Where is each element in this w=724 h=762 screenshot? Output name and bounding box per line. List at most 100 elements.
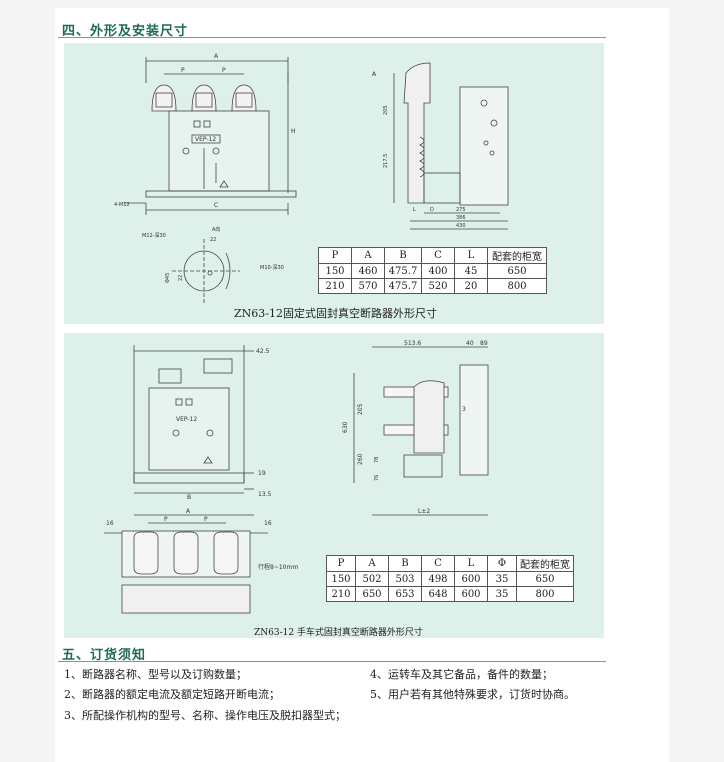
table-cell: 600: [454, 586, 488, 602]
truck-side-630: 630: [342, 421, 349, 433]
truck-side-76: 76: [374, 475, 380, 481]
table-cell: 460: [351, 263, 385, 279]
table-header-cell: P: [318, 247, 352, 264]
fixed-dim-c: C: [214, 202, 218, 209]
table-header-cell: C: [421, 555, 455, 572]
truck-side-260: 260: [357, 453, 364, 465]
fixed-front-view: [124, 57, 297, 215]
truck-top-16-right: 16: [264, 520, 272, 527]
table-cell: 570: [351, 278, 385, 294]
table-cell: 45: [454, 263, 488, 279]
truck-side-513-6: 513.6: [404, 340, 421, 347]
truck-breaker-drawing-panel: 42.5 VEP-12 19 13.5 B A P P 16 16 行程8~10…: [64, 333, 604, 638]
table-cell: 400: [421, 263, 455, 279]
fixed-detail-m12: M12-深30: [142, 232, 166, 239]
section-title-ordering: 五、订货须知: [62, 648, 147, 663]
fixed-side-430: 430: [456, 223, 466, 229]
ordering-item-1: 1、断路器名称、型号以及订购数量；: [64, 668, 247, 681]
fixed-dim-a: A: [214, 53, 219, 60]
fixed-side-l: L: [413, 207, 416, 213]
fixed-side-view: [393, 62, 509, 230]
table-row: 150 460 475.7 400 45 650: [318, 263, 547, 279]
fixed-detail-22: 22: [210, 237, 216, 243]
table-cell: 650: [516, 571, 574, 587]
table-header-cell: P: [326, 555, 356, 572]
table-cell: 502: [355, 571, 389, 587]
truck-side-40: 40: [466, 340, 474, 347]
table-cell: 35: [487, 586, 517, 602]
fixed-spec-table: P A B C L 配套的柜宽 150 460 475.7 400 45 650…: [318, 247, 547, 294]
fixed-detail-view: [172, 239, 240, 303]
truck-side-205: 205: [357, 403, 364, 415]
section-title-dimensions: 四、外形及安装尺寸: [62, 24, 189, 39]
fixed-detail-aview: A向: [212, 226, 220, 233]
fixed-side-a: A: [372, 71, 377, 78]
truck-side-3: 3: [462, 406, 466, 413]
table-row: 150 502 503 498 600 35 650: [326, 571, 574, 587]
truck-top-p2: P: [204, 516, 208, 523]
table-cell: 210: [326, 586, 356, 602]
table-cell: 35: [487, 571, 517, 587]
table-cell: 498: [421, 571, 455, 587]
table-cell: 650: [355, 586, 389, 602]
ordering-item-5: 5、用户若有其他特殊要求，订货时协商。: [370, 688, 575, 701]
truck-side-89: 89: [480, 340, 488, 347]
truck-side-78: 78: [374, 457, 380, 463]
table-cell: 650: [487, 263, 547, 279]
fixed-dim-p1: P: [181, 67, 185, 74]
section-divider: [58, 661, 606, 662]
fixed-caption: ZN63-12固定式固封真空断路器外形尺寸: [234, 307, 437, 320]
fixed-dim-h: H: [291, 128, 296, 135]
table-cell: 648: [421, 586, 455, 602]
truck-breaker-drawing: 42.5 VEP-12 19 13.5 B A P P 16 16 行程8~10…: [104, 340, 489, 614]
table-header-row: P A B C L 配套的柜宽: [318, 247, 547, 264]
table-row: 210 570 475.7 520 20 800: [318, 278, 547, 294]
table-cell: 653: [388, 586, 422, 602]
table-header-cell: 配套的柜宽: [487, 247, 547, 264]
table-cell: 150: [318, 263, 352, 279]
table-header-cell: Φ: [487, 555, 517, 572]
table-header-cell: C: [421, 247, 455, 264]
table-header-cell: A: [355, 555, 389, 572]
table-header-cell: A: [351, 247, 385, 264]
fixed-detail-phi45: Φ45: [165, 273, 171, 283]
table-cell: 520: [421, 278, 455, 294]
fixed-breaker-drawing: A P P H C 4-M12 VEP-12 A 205 217.5 L D 2…: [114, 53, 509, 303]
fixed-side-275: 275: [456, 207, 466, 213]
ordering-item-2: 2、断路器的额定电流及额定短路开断电流；: [64, 688, 280, 701]
table-header-cell: L: [454, 247, 488, 264]
table-header-cell: L: [454, 555, 488, 572]
fixed-side-d: D: [430, 207, 434, 213]
table-header-cell: B: [388, 555, 422, 572]
table-header-row: P A B C L Φ 配套的柜宽: [326, 555, 574, 572]
fixed-breaker-drawing-panel: A P P H C 4-M12 VEP-12 A 205 217.5 L D 2…: [64, 43, 604, 324]
section-divider: [58, 37, 606, 38]
truck-caption: ZN63-12 手车式固封真空断路器外形尺寸: [254, 628, 423, 638]
table-header-cell: B: [384, 247, 422, 264]
truck-nameplate: VEP-12: [176, 416, 197, 423]
table-cell: 800: [516, 586, 574, 602]
truck-dim-13-5: 13.5: [258, 491, 272, 498]
truck-spec-table: P A B C L Φ 配套的柜宽 150 502 503 498 600 35…: [326, 555, 574, 602]
truck-top-p1: P: [164, 516, 168, 523]
fixed-dim-bolt: 4-M12: [114, 202, 130, 208]
table-cell: 150: [326, 571, 356, 587]
truck-dim-b: B: [187, 494, 191, 501]
truck-side-view: [353, 346, 489, 516]
table-row: 210 650 653 648 600 35 800: [326, 586, 574, 602]
truck-top-a: A: [186, 508, 191, 515]
table-cell: 800: [487, 278, 547, 294]
fixed-side-386: 386: [456, 215, 466, 221]
truck-top-stroke: 行程8~10mm: [258, 563, 298, 571]
fixed-detail-22b: 22: [178, 275, 184, 281]
table-header-cell: 配套的柜宽: [516, 555, 574, 572]
truck-dim-42-5: 42.5: [256, 348, 270, 355]
fixed-side-205: 205: [383, 105, 389, 115]
fixed-nameplate: VEP-12: [195, 136, 216, 143]
table-cell: 600: [454, 571, 488, 587]
ordering-item-4: 4、运转车及其它备品，备件的数量；: [370, 668, 553, 681]
fixed-dim-p2: P: [222, 67, 226, 74]
fixed-detail-m10: M10-深30: [260, 264, 284, 271]
truck-top-16-left: 16: [106, 520, 114, 527]
table-cell: 210: [318, 278, 352, 294]
